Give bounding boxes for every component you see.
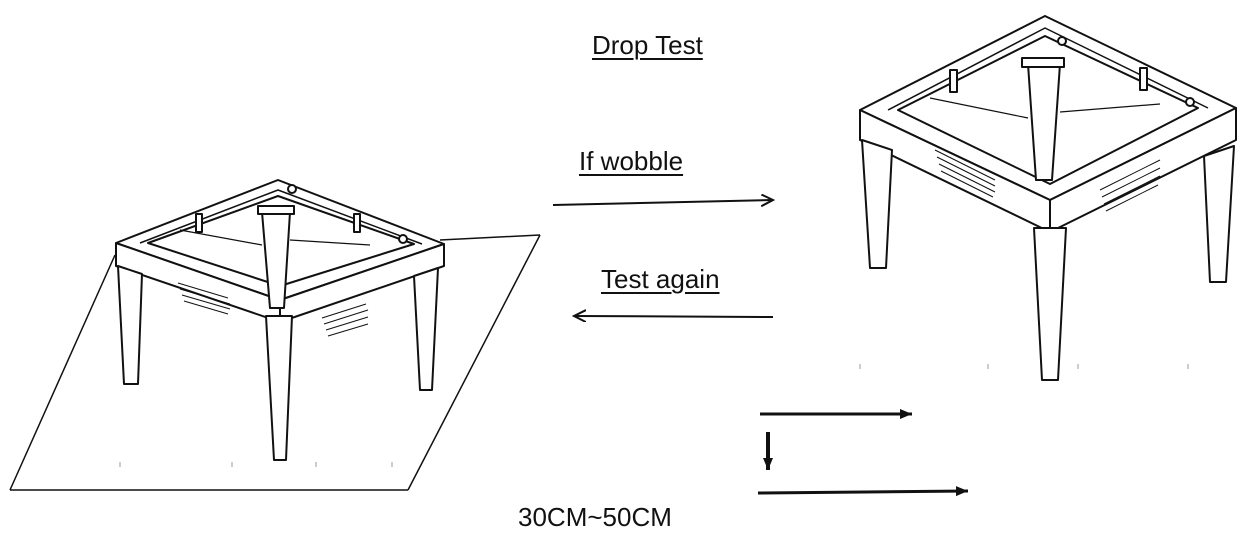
wobble-label: If wobble <box>579 146 684 176</box>
table-right <box>859 15 1237 381</box>
test-again-arrow <box>574 316 774 317</box>
drop-height-label: 30CM~50CM <box>518 502 672 532</box>
wobble-arrow <box>552 200 773 205</box>
floor-plane <box>9 234 541 491</box>
diagram-title: Drop Test <box>592 30 703 60</box>
test-again-label: Test again <box>601 264 720 294</box>
drop-bottom-arrow <box>757 486 969 497</box>
ground-ticks <box>119 364 1189 467</box>
table-left <box>115 179 445 461</box>
